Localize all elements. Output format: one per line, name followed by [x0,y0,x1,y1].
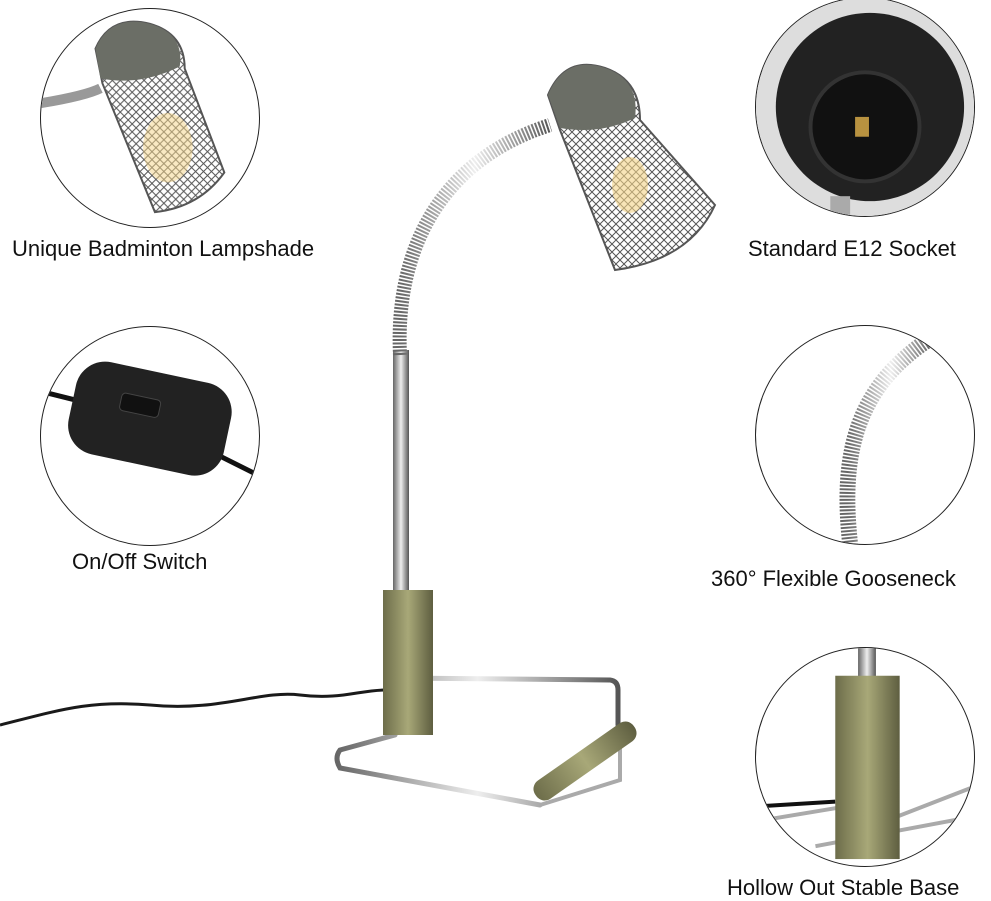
lampshade-label: Unique Badminton Lampshade [12,236,315,261]
stem [393,350,409,595]
switch-detail-circle [40,326,260,546]
power-cable [0,688,386,727]
switch-label: On/Off Switch [72,549,208,574]
lampshade-detail-circle [40,8,260,228]
gooseneck [392,118,553,356]
socket-label: Standard E12 Socket [748,236,956,261]
base-label: Hollow Out Stable Base [727,875,960,900]
base-frame [334,675,621,808]
gooseneck-detail-circle [755,325,975,545]
brass-block [383,590,433,735]
base-detail-circle [755,647,975,867]
socket-detail-circle [755,0,975,217]
gooseneck-label: 360° Flexible Gooseneck [711,566,956,591]
base-bar [533,721,637,801]
